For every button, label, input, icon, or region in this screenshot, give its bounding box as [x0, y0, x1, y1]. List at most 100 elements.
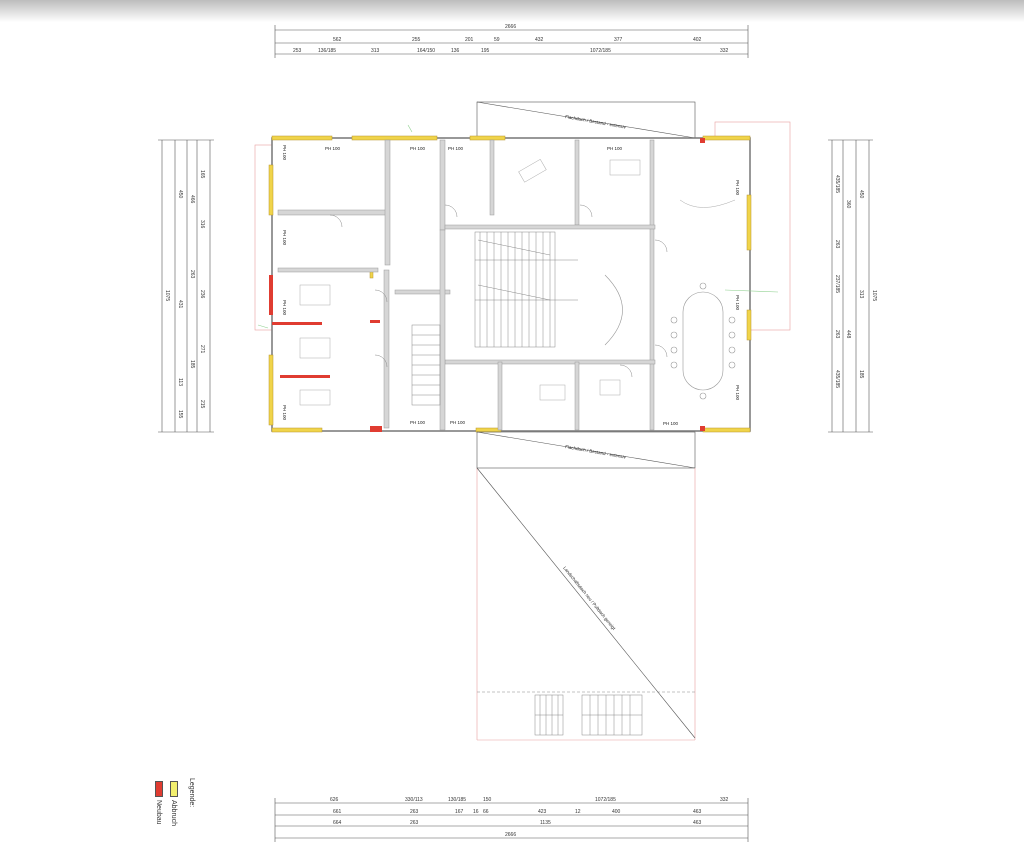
bottom-dim-row3: 664 263 1135 463 — [333, 820, 702, 826]
svg-text:195: 195 — [481, 48, 490, 54]
svg-text:263: 263 — [410, 809, 419, 815]
reception-desk — [604, 274, 623, 346]
external-stairs — [534, 694, 643, 736]
svg-text:448: 448 — [845, 330, 851, 339]
legend-label-neubau: Neubau — [155, 800, 162, 825]
new-build-walls — [269, 138, 705, 432]
svg-text:113: 113 — [177, 378, 183, 386]
svg-text:263: 263 — [410, 820, 419, 826]
svg-text:PH 100: PH 100 — [735, 295, 740, 311]
svg-text:450: 450 — [858, 190, 864, 199]
roof-bottom-label: Flachdach / Bestand - extensiv — [565, 444, 627, 460]
svg-text:1072/185: 1072/185 — [595, 797, 616, 803]
svg-text:431: 431 — [177, 300, 183, 309]
svg-text:332: 332 — [720, 48, 729, 54]
svg-text:136/185: 136/185 — [318, 48, 336, 54]
door-swings — [329, 204, 668, 378]
left-dimension-chain — [158, 139, 214, 433]
svg-text:PH 100: PH 100 — [282, 145, 287, 161]
room-tags: PH 100 PH 100 PH 100 PH 100 PH 100 PH 10… — [282, 145, 740, 426]
legend: Legende: Abbruch Neubau — [150, 778, 200, 838]
svg-text:59: 59 — [494, 37, 500, 43]
svg-text:130/185: 130/185 — [448, 797, 466, 803]
top-dim-row2: 562 255 201 59 432 377 402 — [333, 37, 702, 43]
secondary-staircase — [411, 324, 441, 406]
svg-text:164/150: 164/150 — [417, 48, 435, 54]
svg-text:463: 463 — [693, 809, 702, 815]
svg-text:PH 100: PH 100 — [282, 300, 287, 316]
bottom-overall-dim: 2666 — [505, 832, 516, 838]
svg-text:432: 432 — [535, 37, 544, 43]
svg-text:PH 100: PH 100 — [663, 421, 679, 426]
roof-top-label: Flachdach / Bestand - extensiv — [565, 114, 627, 130]
svg-text:PH 100: PH 100 — [607, 146, 623, 151]
svg-text:1075: 1075 — [871, 290, 877, 301]
svg-text:PH 100: PH 100 — [282, 405, 287, 421]
roof-plane-bottom — [476, 431, 696, 741]
svg-text:450: 450 — [177, 190, 183, 199]
svg-text:263: 263 — [834, 330, 840, 339]
svg-text:313: 313 — [858, 290, 864, 299]
svg-text:66: 66 — [483, 809, 489, 815]
svg-text:562: 562 — [333, 37, 342, 43]
diagonal-roof-label: Landschaftsdach neu / Pultdach geneigt — [562, 565, 617, 631]
svg-text:263: 263 — [189, 270, 195, 279]
legend-swatch-abbruch — [170, 781, 178, 797]
svg-text:332: 332 — [720, 797, 729, 803]
svg-text:136: 136 — [451, 48, 460, 54]
svg-text:1072/185: 1072/185 — [590, 48, 611, 54]
svg-text:253: 253 — [293, 48, 302, 54]
svg-text:1075: 1075 — [164, 290, 170, 301]
demolition-walls — [268, 135, 752, 433]
svg-text:626: 626 — [330, 797, 339, 803]
svg-text:463: 463 — [693, 820, 702, 826]
svg-text:PH 100: PH 100 — [450, 420, 466, 425]
svg-text:PH 100: PH 100 — [410, 146, 426, 151]
svg-text:201: 201 — [465, 37, 474, 43]
svg-text:360: 360 — [845, 200, 851, 209]
building-outline — [268, 135, 752, 433]
svg-text:167: 167 — [455, 809, 464, 815]
svg-text:150: 150 — [483, 797, 492, 803]
svg-text:165: 165 — [199, 170, 205, 179]
svg-text:16: 16 — [473, 809, 479, 815]
svg-text:PH 100: PH 100 — [325, 146, 341, 151]
svg-text:237/185: 237/185 — [834, 275, 840, 293]
svg-text:435/185: 435/185 — [834, 370, 840, 388]
top-overall-dim: 2666 — [505, 24, 516, 30]
office-furniture — [299, 158, 736, 406]
svg-text:PH 100: PH 100 — [410, 420, 426, 425]
svg-text:263: 263 — [834, 240, 840, 249]
svg-text:155: 155 — [177, 410, 183, 419]
conference-table — [670, 282, 736, 400]
legend-title: Legende: — [188, 778, 195, 808]
main-staircase — [474, 231, 578, 348]
bottom-dim-row1: 626 330/113 130/185 150 1072/185 332 — [330, 797, 729, 803]
legend-label-abbruch: Abbruch — [170, 800, 177, 827]
green-annotations — [257, 124, 779, 329]
left-dim-labels: 1075 450 431 113 155 466 263 185 165 316… — [164, 170, 205, 419]
legend-swatch-neubau — [155, 781, 163, 797]
svg-text:664: 664 — [333, 820, 342, 826]
svg-text:PH 100: PH 100 — [282, 230, 287, 246]
right-dimension-chain — [828, 139, 873, 433]
svg-text:271: 271 — [199, 345, 205, 354]
svg-text:215: 215 — [199, 400, 205, 409]
svg-text:400: 400 — [612, 809, 621, 815]
svg-text:466: 466 — [189, 195, 195, 204]
svg-text:313: 313 — [371, 48, 380, 54]
svg-text:402: 402 — [693, 37, 702, 43]
svg-text:185: 185 — [858, 370, 864, 379]
svg-text:1135: 1135 — [540, 820, 551, 826]
svg-text:185: 185 — [189, 360, 195, 369]
svg-text:PH 100: PH 100 — [735, 180, 740, 196]
top-dimension-chain — [274, 25, 749, 58]
svg-text:661: 661 — [333, 809, 342, 815]
svg-text:423: 423 — [538, 809, 547, 815]
svg-text:PH 100: PH 100 — [735, 385, 740, 401]
svg-text:236: 236 — [199, 290, 205, 299]
svg-text:330/113: 330/113 — [405, 797, 423, 803]
bottom-dim-row2: 661 263 167 16 66 423 12 400 463 — [333, 809, 702, 815]
right-dim-labels: 435/185 263 237/185 263 435/185 360 448 … — [834, 175, 877, 388]
